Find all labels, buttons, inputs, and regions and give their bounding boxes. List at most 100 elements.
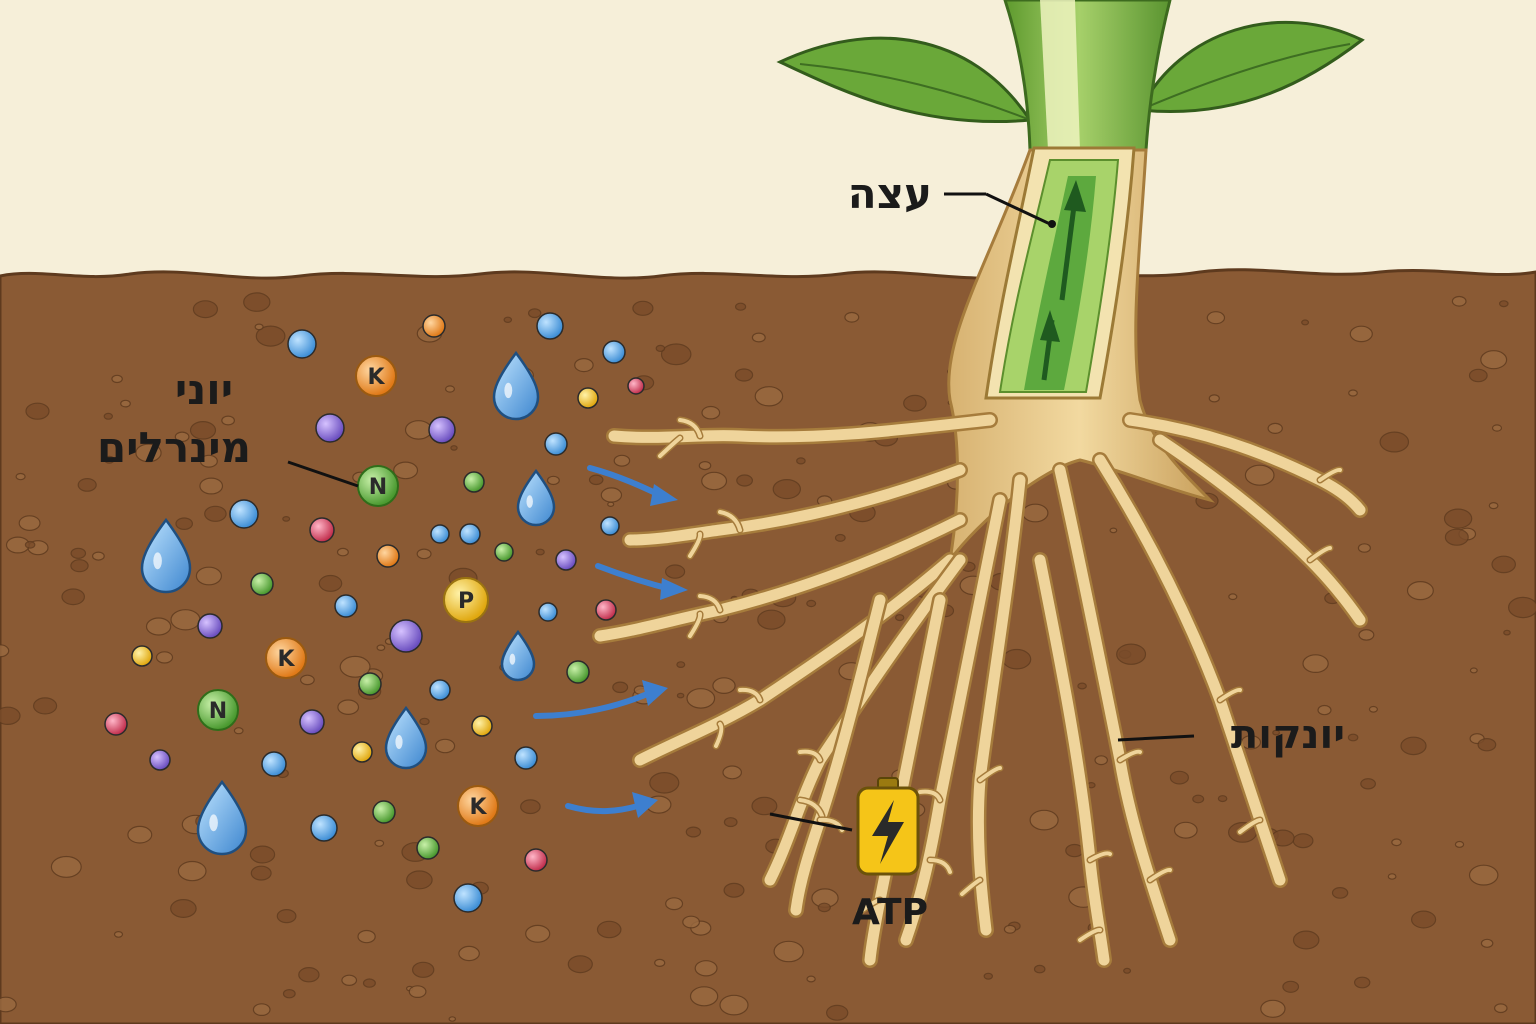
ion-n-badge: N [357, 465, 399, 507]
soil-pebble [1480, 350, 1508, 370]
soil-pebble [751, 332, 766, 343]
soil-pebble [189, 420, 217, 440]
mineral-particle [376, 544, 400, 568]
soil-pebble [689, 986, 719, 1007]
soil-pebble [175, 517, 193, 530]
soil-pebble [1368, 705, 1379, 713]
ion-k-badge: K [265, 637, 307, 679]
root-branch [594, 514, 966, 642]
stem [1003, 0, 1172, 152]
soil-pebble [736, 474, 753, 487]
soil-pebble [1208, 394, 1220, 403]
soil-pebble [445, 385, 456, 393]
ion-k-label: K [277, 647, 295, 672]
soil-particles [104, 312, 645, 913]
soil-pebble [654, 958, 666, 968]
soil-pebble [1443, 508, 1473, 529]
soil-pebble [1347, 733, 1359, 742]
mineral-particle [310, 814, 338, 842]
soil-pebble [1451, 295, 1467, 307]
soil-pebble [0, 644, 10, 658]
soil-pebble [528, 308, 542, 319]
soil-pebble [632, 300, 654, 316]
water-drops [140, 350, 556, 856]
root-hair [714, 722, 724, 748]
leader-lines [287, 192, 1195, 832]
soil-pebble [701, 471, 728, 491]
soil-pebble [1353, 976, 1371, 989]
soil-pebble [300, 674, 315, 686]
soil-pebble [15, 472, 26, 481]
soil-pebble [341, 974, 358, 987]
soil-pebble [1206, 311, 1226, 325]
soil-pebble [1267, 422, 1283, 434]
soil-pebble [249, 845, 276, 864]
mineral-particle [315, 413, 345, 443]
mineral-particle [555, 549, 577, 571]
mineral-particle [351, 741, 373, 763]
soil-pebble [1503, 629, 1511, 636]
soil-pebble [1410, 910, 1437, 929]
mineral-particle [602, 340, 626, 364]
soil-pebble [1508, 596, 1536, 619]
soil-pebble [255, 325, 286, 347]
soil-pebble [24, 540, 36, 549]
atp-label: ATP [852, 892, 928, 933]
soil-pebble [612, 681, 629, 694]
soil-pebble [1282, 980, 1300, 993]
ion-p-label: P [458, 589, 474, 614]
mineral-particle [577, 387, 599, 409]
xylem-arrow-icon-1 [1040, 310, 1060, 342]
soil-pebble [1379, 431, 1410, 453]
soil-pebble [1349, 325, 1373, 343]
soil-pebble [18, 515, 41, 531]
soil-pebble [177, 860, 207, 882]
soil-pebble [1488, 502, 1499, 510]
soil-pebble [0, 706, 21, 725]
soil-pebble [339, 655, 371, 678]
soil-pebble [298, 967, 320, 983]
soil-pebble [694, 960, 718, 977]
root-hair [688, 532, 703, 558]
water-drop-highlight [153, 552, 162, 570]
mineral-particle [334, 594, 358, 618]
uptake-arrow-3 [533, 689, 655, 719]
soil-pebble [772, 479, 802, 500]
soil-pebble [1033, 964, 1046, 974]
soil-pebble [250, 865, 272, 881]
soil-pebble [448, 1016, 457, 1022]
soil-pebble [199, 477, 224, 495]
root-hair [698, 594, 722, 612]
atp-leader-line [769, 812, 853, 832]
soil-pebble [1317, 704, 1332, 716]
soil-pebble [1169, 770, 1190, 785]
soil-pebble [252, 1003, 271, 1016]
soil-pebble [757, 609, 786, 630]
soil-pebble [1491, 555, 1516, 574]
soil-pebble [1123, 967, 1132, 974]
root-branch [790, 594, 886, 916]
soil-pebble [895, 614, 905, 622]
ion-k-badge: K [457, 785, 499, 827]
soil-pebble [1469, 667, 1478, 674]
soil-pebble [233, 727, 244, 735]
ion-k-label: K [469, 795, 487, 820]
water-drop-icon [384, 705, 428, 770]
mineral-particle [416, 836, 440, 860]
soil-pebble [754, 386, 784, 407]
mineral-particle [627, 377, 645, 395]
root-hair [658, 436, 682, 458]
water-drop-icon [500, 629, 536, 682]
mineral-particle [524, 848, 548, 872]
soil-pebble [1173, 821, 1198, 839]
leaf-left [776, 36, 1033, 124]
soil-pebble [1301, 319, 1310, 326]
soil-pebble [682, 915, 700, 929]
soil-pebble [406, 870, 433, 890]
soil-pebble [1477, 738, 1497, 752]
soil-pebble [1360, 778, 1376, 790]
soil-pebble [1468, 864, 1499, 886]
mineral-ions-label-line2: מינרלים [97, 423, 251, 472]
mineral-particle [149, 749, 171, 771]
